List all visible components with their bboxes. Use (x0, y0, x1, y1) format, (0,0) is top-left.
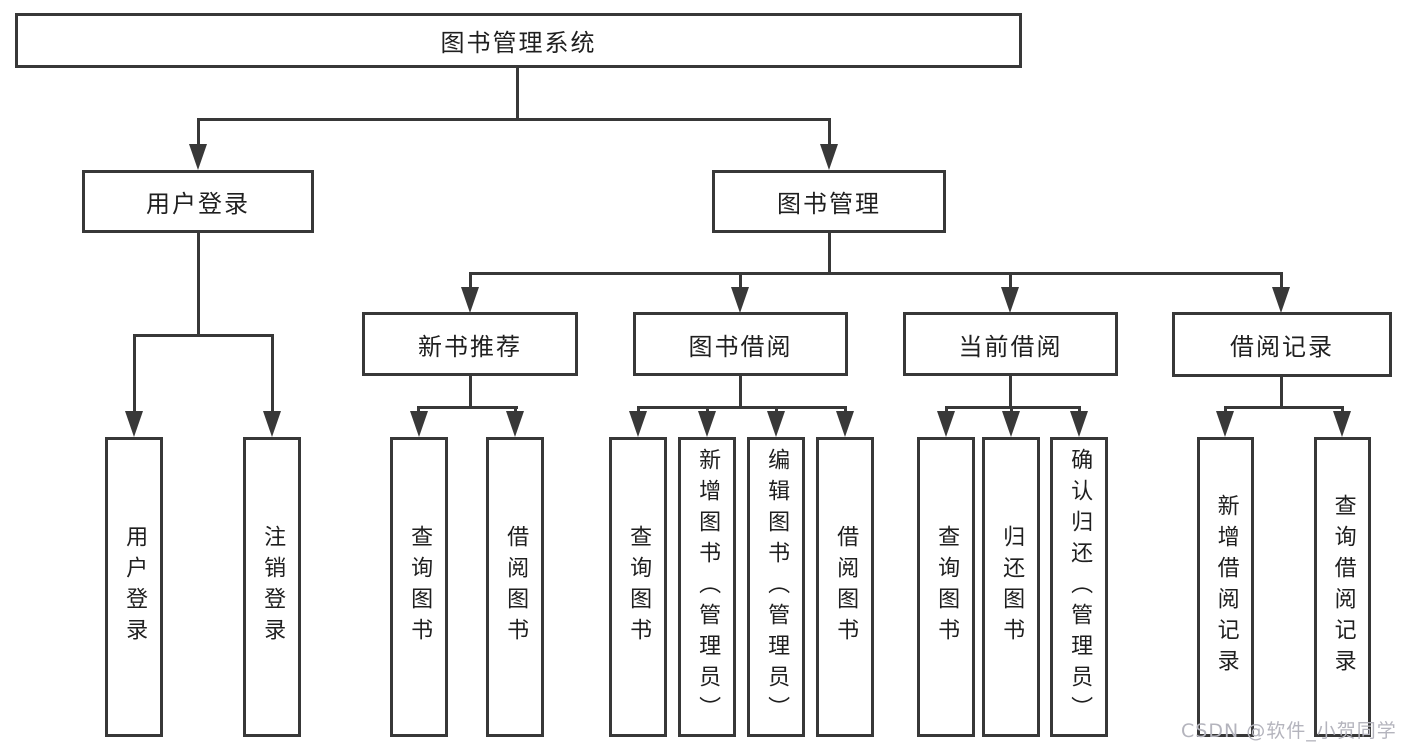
arrowhead-down-icon (410, 411, 428, 437)
connector-vline (739, 272, 742, 292)
arrowhead-down-icon (125, 411, 143, 437)
node-label: 编辑图书（管理员） (764, 447, 790, 727)
node-current-borrowing: 当前借阅 (903, 312, 1118, 376)
node-label: 查询图书 (626, 525, 652, 649)
connector-vline (1009, 272, 1012, 292)
arrowhead-down-icon (1070, 411, 1088, 437)
connector-vline (1280, 272, 1283, 292)
arrowhead-down-icon (263, 411, 281, 437)
node-label: 查询图书 (934, 525, 960, 649)
node-borrow-records: 借阅记录 (1172, 312, 1392, 377)
node-label: 新增借阅记录 (1213, 494, 1239, 680)
arrowhead-down-icon (836, 411, 854, 437)
node-label: 新增图书（管理员） (695, 447, 721, 727)
node-label: 用户登录 (122, 525, 148, 649)
node-book-management: 图书管理 (712, 170, 946, 233)
connector-vline (1009, 376, 1012, 409)
connector-vline (197, 233, 200, 337)
node-label: 借阅图书 (503, 525, 529, 649)
node-add-borrow-record: 新增借阅记录 (1197, 437, 1254, 737)
node-label: 图书管理系统 (440, 29, 597, 57)
node-label: 注销登录 (260, 525, 286, 649)
node-add-book-admin: 新增图书（管理员） (678, 437, 736, 737)
node-label: 图书管理 (777, 190, 881, 218)
node-library-system: 图书管理系统 (15, 13, 1022, 68)
node-edit-book-admin: 编辑图书（管理员） (747, 437, 805, 737)
node-borrow-books-recommend: 借阅图书 (486, 437, 544, 737)
connector-vline (739, 376, 742, 409)
csdn-watermark: CSDN @软件_小贺同学 (1181, 720, 1397, 742)
arrowhead-down-icon (1216, 411, 1234, 437)
connector-hline (197, 118, 831, 121)
node-label: 查询借阅记录 (1330, 494, 1356, 680)
node-query-borrow-record: 查询借阅记录 (1314, 437, 1371, 737)
node-label: 归还图书 (999, 525, 1025, 649)
arrowhead-down-icon (629, 411, 647, 437)
connector-vline (469, 376, 472, 409)
node-borrow-books-borrowing: 借阅图书 (816, 437, 874, 737)
node-label: 确认归还（管理员） (1067, 447, 1093, 727)
arrowhead-down-icon (698, 411, 716, 437)
connector-hline (637, 406, 847, 409)
node-label: 新书推荐 (418, 332, 522, 361)
node-return-books: 归还图书 (982, 437, 1040, 737)
connector-hline (945, 406, 1081, 409)
arrowhead-down-icon (1001, 287, 1019, 313)
connector-vline (1280, 377, 1283, 409)
connector-vline (197, 118, 200, 148)
node-new-book-recommend: 新书推荐 (362, 312, 578, 376)
node-book-borrowing: 图书借阅 (633, 312, 848, 376)
arrowhead-down-icon (1002, 411, 1020, 437)
node-user-login-group: 用户登录 (82, 170, 314, 233)
node-label: 图书借阅 (688, 332, 793, 361)
arrowhead-down-icon (461, 287, 479, 313)
arrowhead-down-icon (1333, 411, 1351, 437)
arrowhead-down-icon (820, 144, 838, 170)
connector-vline (828, 118, 831, 148)
connector-vline (828, 233, 831, 275)
connector-hline (469, 272, 1283, 275)
arrowhead-down-icon (506, 411, 524, 437)
node-label: 用户登录 (146, 190, 250, 218)
node-label: 查询图书 (407, 525, 433, 649)
node-query-books-recommend: 查询图书 (390, 437, 448, 737)
node-label: 借阅记录 (1230, 333, 1334, 361)
node-user-login: 用户登录 (105, 437, 163, 737)
arrowhead-down-icon (937, 411, 955, 437)
node-confirm-return-admin: 确认归还（管理员） (1050, 437, 1108, 737)
connector-hline (417, 406, 518, 409)
node-label: 当前借阅 (958, 332, 1063, 361)
arrowhead-down-icon (189, 144, 207, 170)
arrowhead-down-icon (767, 411, 785, 437)
connector-vline (516, 68, 519, 120)
node-label: 借阅图书 (833, 525, 859, 649)
connector-vline (133, 334, 136, 414)
arrowhead-down-icon (1272, 287, 1290, 313)
arrowhead-down-icon (731, 287, 749, 313)
connector-hline (133, 334, 274, 337)
connector-hline (1224, 406, 1344, 409)
connector-vline (469, 272, 472, 292)
node-query-books-borrowing: 查询图书 (609, 437, 667, 737)
node-logout: 注销登录 (243, 437, 301, 737)
connector-vline (271, 334, 274, 414)
node-query-books-current: 查询图书 (917, 437, 975, 737)
